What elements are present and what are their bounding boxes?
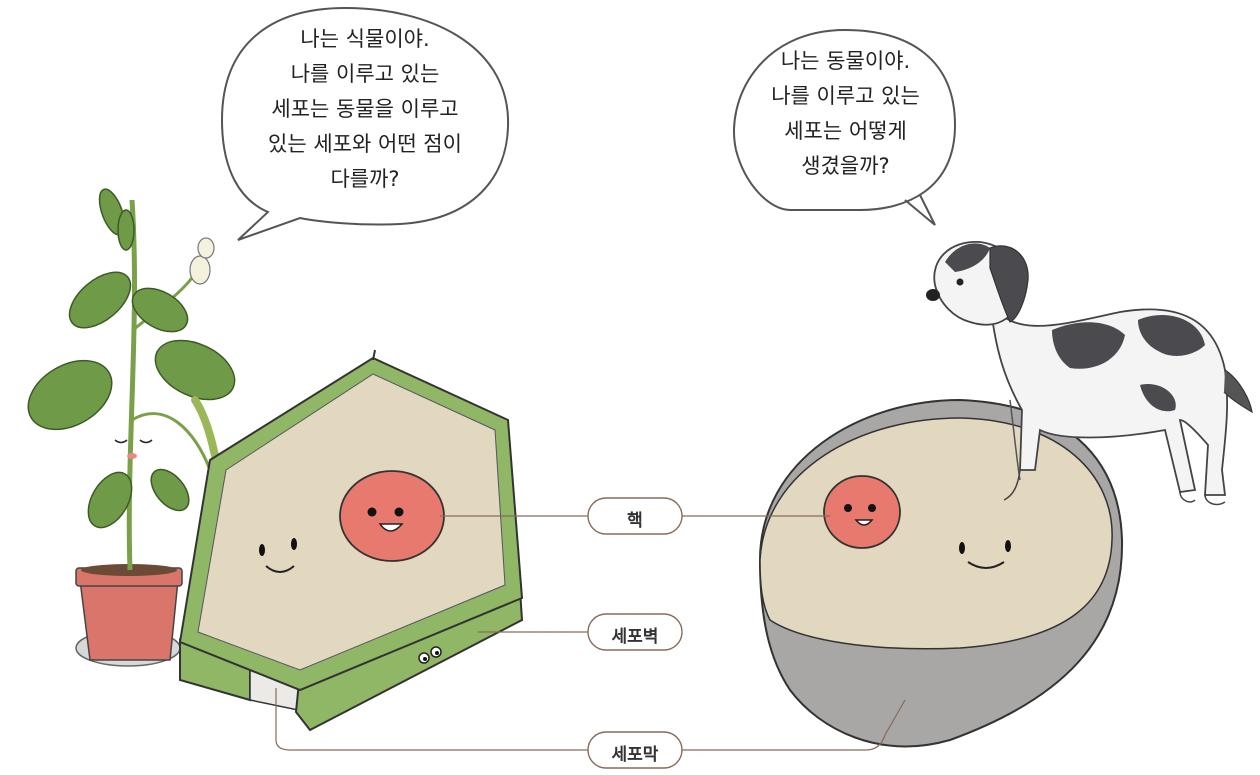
animal-cell-nucleus <box>823 475 901 549</box>
dog <box>926 241 1253 506</box>
cell-membrane-label: 세포막 <box>611 745 659 765</box>
plant <box>27 188 236 571</box>
plant-bubble-line: 있는 세포와 어떤 점이 <box>268 132 462 156</box>
animal-speech-bubble <box>733 28 957 226</box>
plant-bubble-line: 세포는 동물을 이루고 <box>271 97 459 121</box>
animal-bubble-line: 세포는 어떻게 <box>784 119 907 143</box>
animal-bubble-line: 생겼을까? <box>801 154 890 178</box>
plant-bubble-line: 다를까? <box>330 167 400 191</box>
plant-bubble-line: 나는 식물이야. <box>300 27 430 51</box>
leader-lines <box>275 515 906 751</box>
nucleus-label: 핵 <box>627 511 643 531</box>
nucleus-label-box <box>587 497 683 535</box>
cell-membrane-leader-left <box>275 688 588 751</box>
animal-bubble-line: 나를 이루고 있는 <box>771 84 920 108</box>
cell-membrane-leader-right <box>682 699 906 751</box>
animal-bubble-line: 나는 동물이야. <box>780 49 911 73</box>
animal-bubble-text: 나는 동물이야. 나를 이루고 있는 세포는 어떻게 생겼을까? <box>736 44 955 184</box>
plant-cell-nucleus <box>339 470 445 562</box>
cell-wall-label: 세포벽 <box>611 627 659 647</box>
plant-cell <box>178 349 524 732</box>
plant-pot <box>75 564 183 667</box>
plant-speech-bubble <box>220 6 510 241</box>
plant-bubble-text: 나는 식물이야. 나를 이루고 있는 세포는 동물을 이루고 있는 세포와 어떤… <box>222 22 508 197</box>
plant-bubble-line: 나를 이루고 있는 <box>290 62 440 86</box>
cell-membrane-label-box <box>587 731 683 769</box>
animal-cell-cytoplasm <box>759 417 1113 650</box>
cell-wall-label-box <box>587 613 683 651</box>
animal-cell <box>758 398 1124 748</box>
